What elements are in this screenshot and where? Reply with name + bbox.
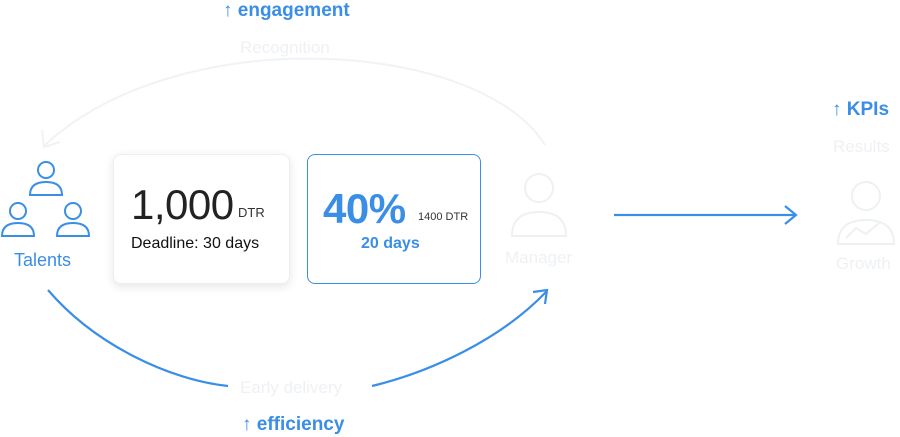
reward-card: 1,000 DTR Deadline: 30 days [113,154,290,284]
deadline-text: Deadline: 30 days [131,235,260,252]
efficiency-label: ↑ efficiency [242,414,345,435]
delivery-arc-right [371,291,547,388]
early-reward-card: 40% 1400 DTR 20 days [307,154,481,284]
recognition-label: Recognition [240,38,330,57]
results-label: Results [833,137,890,156]
kpis-label: ↑ KPIs [832,99,890,120]
growth-label: Growth [836,254,891,273]
growth-arrowhead [784,205,798,225]
bonus-percent: 40% [323,185,406,232]
manager-label: Manager [505,248,573,267]
bonus-amount: 1400 DTR [418,211,469,223]
recognition-arc [44,57,546,146]
engagement-label: ↑ engagement [223,0,350,21]
reward-amount: 1,000 [131,181,234,228]
growth-icon [836,181,896,245]
talents-icon [0,161,91,237]
early-delivery-label: Early delivery [240,378,343,397]
reward-unit: DTR [238,205,265,220]
talents-label: Talents [14,250,72,270]
delivery-arc-left [47,289,229,388]
delivery-arrowhead [532,288,549,305]
recognition-arrowhead [41,129,61,149]
manager-icon [510,173,568,237]
early-days: 20 days [361,235,420,252]
